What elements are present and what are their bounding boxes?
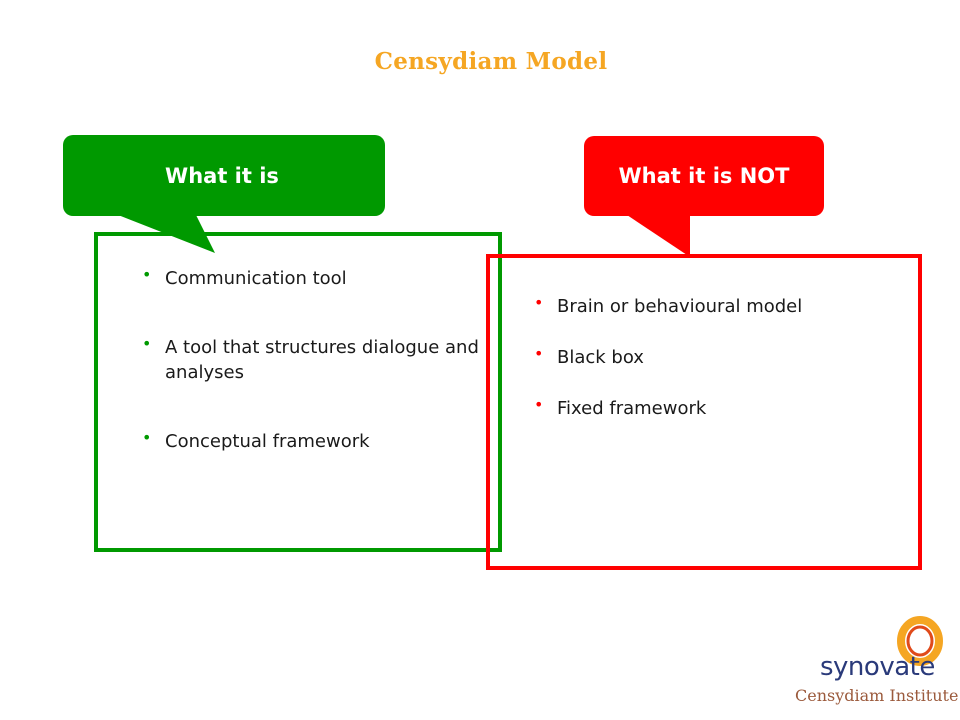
bullet-icon: •: [534, 293, 544, 312]
list-item-text: A tool that structures dialogue and anal…: [165, 337, 479, 383]
callout-tail: [624, 213, 690, 257]
logo-brand: synovate: [820, 652, 935, 682]
list-item: • Fixed framework: [534, 395, 904, 421]
what-it-is-list: • Communication tool • A tool that struc…: [142, 265, 492, 454]
list-item: • Conceptual framework: [142, 428, 492, 454]
slide-title: Censydiam Model: [374, 48, 608, 75]
what-it-is-label: What it is: [165, 163, 279, 188]
what-it-is-callout: What it is: [63, 135, 385, 253]
list-item-text: Conceptual framework: [165, 431, 370, 452]
what-it-is-box: [94, 232, 502, 552]
what-it-is-not-callout: What it is NOT: [584, 136, 824, 257]
list-item-text: Black box: [557, 347, 644, 368]
bullet-icon: •: [142, 265, 152, 284]
bullet-icon: •: [534, 344, 544, 363]
list-item-text: Brain or behavioural model: [557, 296, 803, 317]
bullet-icon: •: [534, 395, 544, 414]
list-item: • Black box: [534, 344, 904, 370]
list-item-text: Communication tool: [165, 268, 347, 289]
list-item: • Communication tool: [142, 265, 492, 291]
ring-logo-icon: [897, 616, 943, 666]
list-item-text: Fixed framework: [557, 398, 707, 419]
what-it-is-not-label: What it is NOT: [618, 164, 790, 188]
synovate-logo: synovate Censydiam Institute: [792, 612, 958, 712]
list-item: • Brain or behavioural model: [534, 293, 904, 319]
what-it-is-not-list: • Brain or behavioural model • Black box…: [534, 293, 904, 421]
list-item: • A tool that structures dialogue and an…: [142, 334, 492, 385]
what-it-is-not-box: [486, 254, 922, 570]
logo-institute: Censydiam Institute: [795, 686, 959, 705]
bullet-icon: •: [142, 334, 152, 353]
bullet-icon: •: [142, 428, 152, 447]
